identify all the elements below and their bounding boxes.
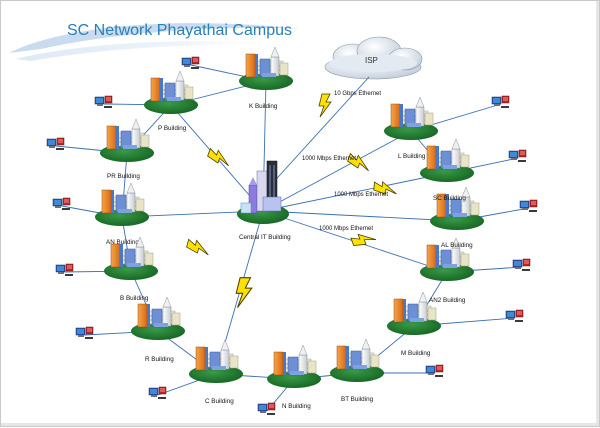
building-label: P Building xyxy=(158,125,187,132)
building-label: M Building xyxy=(401,350,431,357)
building-cluster-icon xyxy=(238,46,294,91)
building-label: L Building xyxy=(398,153,426,160)
building-label: BT Building xyxy=(341,396,374,403)
lightning-bolt-icon xyxy=(235,277,253,309)
link-label-l: 1000 Mbps Ethernet xyxy=(302,156,356,162)
building-label: R Building xyxy=(145,356,174,363)
lightning-bolt-icon xyxy=(318,93,332,118)
building-label: SC Building xyxy=(433,195,466,202)
isp-link-line xyxy=(268,76,370,188)
backbone-link-line xyxy=(262,172,448,212)
workstation-icon xyxy=(94,95,113,109)
building-cluster-icon xyxy=(130,296,186,341)
building-k: K Building xyxy=(238,46,294,110)
workstation-icon xyxy=(257,402,276,416)
building-al: AL Building xyxy=(429,186,485,249)
workstation-icon xyxy=(52,197,71,211)
link-bolts xyxy=(185,93,398,309)
isp-label: ISP xyxy=(365,56,378,65)
building-p: P Building xyxy=(143,70,199,132)
lightning-bolt-icon xyxy=(185,237,212,257)
building-cluster-icon xyxy=(419,138,475,183)
building-cluster-icon xyxy=(383,96,439,141)
workstation-icon xyxy=(75,326,94,340)
central-it-label: Central IT Building xyxy=(239,234,291,241)
lightning-bolt-icon xyxy=(350,228,377,249)
link-label-sc: 1000 Mbps Ethernet xyxy=(334,192,388,198)
building-label: K Building xyxy=(249,103,278,110)
backbone-link-line xyxy=(262,130,412,212)
cloud-icon xyxy=(324,36,423,80)
building-label: AN2 Building xyxy=(429,297,466,304)
workstation-icon xyxy=(148,386,167,400)
backbone-link-line xyxy=(262,210,458,222)
buildings: K Building P Building PR Building AN Buildi… xyxy=(94,46,485,410)
workstation-icon xyxy=(508,149,527,163)
building-an2: AN2 Building xyxy=(419,237,475,304)
workstation-icon xyxy=(519,199,538,213)
building-b: B Building xyxy=(103,236,159,302)
building-cluster-icon xyxy=(188,339,244,384)
link-label-al: 1000 Mbps Ethernet xyxy=(319,226,373,232)
building-r: R Building xyxy=(130,296,186,363)
workstation-icon xyxy=(46,137,65,151)
building-label: PR Building xyxy=(107,173,140,180)
building-an: AN Building xyxy=(94,182,150,246)
building-cluster-icon xyxy=(329,338,385,383)
workstation-icon xyxy=(425,364,444,378)
building-cluster-icon xyxy=(99,118,155,163)
isp-cloud: ISP xyxy=(324,36,423,80)
building-l: L Building xyxy=(383,96,439,160)
building-sc: SC Building xyxy=(419,138,475,202)
building-bt: BT Building xyxy=(329,338,385,403)
central-it-building: Central IT Building xyxy=(237,160,291,241)
building-cluster-icon xyxy=(143,70,199,115)
building-label: C Building xyxy=(205,398,234,405)
workstation-icon xyxy=(181,56,200,70)
building-cluster-icon xyxy=(94,182,150,227)
building-pr: PR Building xyxy=(99,118,155,180)
lightning-bolt-icon xyxy=(206,147,233,168)
building-label: AL Building xyxy=(441,242,473,249)
building-m: M Building xyxy=(386,291,442,357)
diagram-title: SC Network Phayathai Campus xyxy=(67,22,292,39)
building-label: AN Building xyxy=(106,239,139,246)
building-label: N Building xyxy=(282,403,311,410)
workstation-icon xyxy=(512,258,531,272)
building-c: C Building xyxy=(188,339,244,405)
workstation-icon xyxy=(55,263,74,277)
building-n: N Building xyxy=(266,344,322,410)
building-label: B Building xyxy=(120,295,149,302)
link-label-isp: 10 Gbps Ethernet xyxy=(334,91,381,97)
workstation-icon xyxy=(505,309,524,323)
building-cluster-icon xyxy=(429,186,485,231)
building-cluster-icon xyxy=(266,344,322,389)
header-swoosh xyxy=(9,23,301,53)
